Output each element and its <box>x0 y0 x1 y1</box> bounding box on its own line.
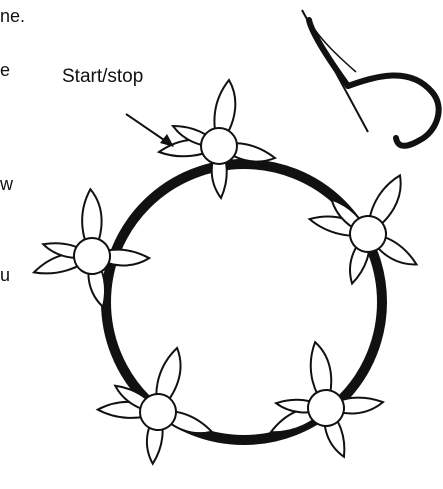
flower-icon <box>294 151 443 302</box>
needle-and-thread-icon <box>302 10 439 146</box>
start-stop-arrow <box>126 114 174 147</box>
flower-icon <box>21 181 156 317</box>
flower-icon <box>91 338 222 471</box>
